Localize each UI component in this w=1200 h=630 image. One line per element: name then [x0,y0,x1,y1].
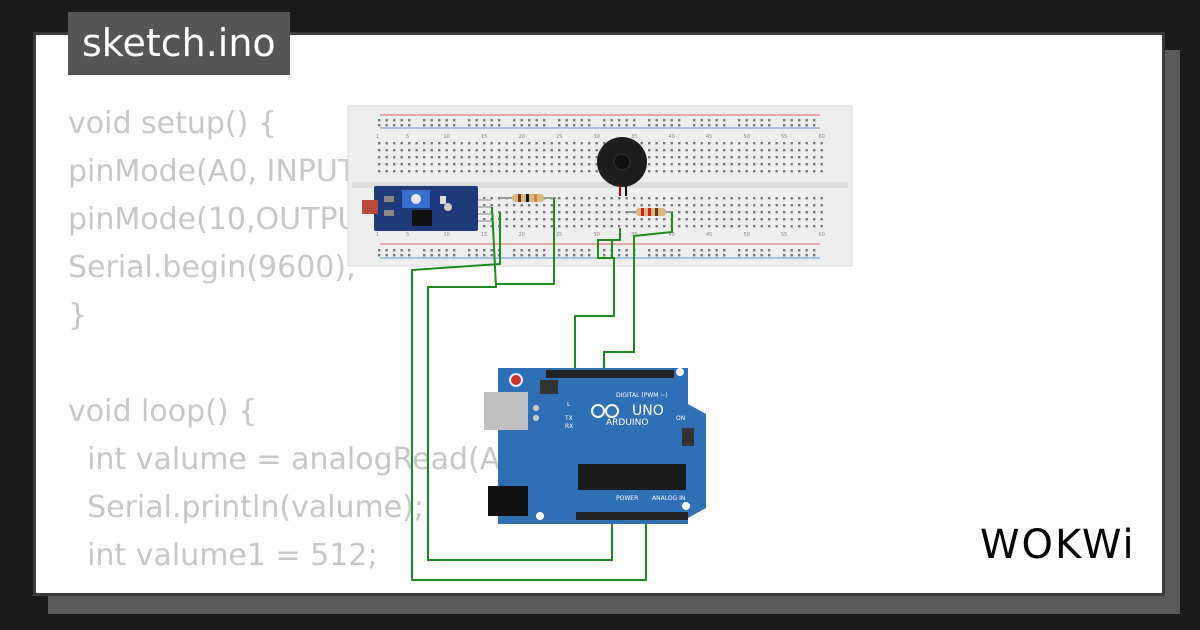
breadboard-column-number: 10 [444,134,450,140]
breadboard-column-number: 55 [781,232,787,238]
breadboard-column-number: 1 [376,134,379,140]
analog-label: ANALOG IN [652,495,685,502]
on-label: ON [676,415,685,422]
code-line: void setup() { [68,106,277,141]
breadboard-column-number: 55 [781,134,787,140]
power-label: POWER [616,495,638,502]
l-label: L [567,401,571,408]
breadboard-column-number: 30 [594,232,600,238]
breadboard-column-number: 25 [556,134,562,140]
breadboard-column-number: 45 [706,134,712,140]
arduino-logo-text: ARDUINO [606,418,648,428]
breadboard-column-number: 15 [481,232,487,238]
breadboard-column-number: 20 [519,134,525,140]
code-line: Serial.println(valume); [68,490,425,525]
wokwi-logo: WOKWi [980,522,1136,568]
digital-label: DIGITAL (PWM ~) [616,392,668,399]
breadboard-column-number: 40 [669,134,675,140]
breadboard-column-number: 60 [819,232,825,238]
breadboard-column-number: 20 [519,232,525,238]
breadboard-column-number: 5 [406,134,409,140]
breadboard-column-number: 45 [706,232,712,238]
breadboard-column-number: 10 [444,232,450,238]
code-line: } [68,298,88,333]
project-title[interactable]: sketch.ino [68,12,290,75]
breadboard-column-number: 50 [744,134,750,140]
breadboard-column-number: 1 [376,232,379,238]
code-line: int valume1 = 512; [68,538,378,573]
breadboard-column-number: 35 [631,134,637,140]
breadboard-column-number: 25 [556,232,562,238]
code-line: void loop() { [68,394,258,429]
code-preview: void setup() {pinMode(A0, INPUT);pinMode… [68,100,541,580]
arduino-uno[interactable]: ARDUINO UNO DIGITAL (PWM ~) POWER ANALOG… [484,368,706,524]
breadboard-column-number: 40 [669,232,675,238]
arduino-model: UNO [632,403,664,419]
code-line: Serial.begin(9600); [68,250,357,285]
wires [411,198,673,581]
breadboard-column-number: 15 [481,134,487,140]
resistor-2[interactable] [628,208,672,216]
breadboard-column-number: 60 [819,134,825,140]
resistor-1[interactable] [500,194,556,202]
breadboard-column-number: 30 [594,134,600,140]
rx-label: RX [565,423,573,430]
breadboard-column-number: 50 [744,232,750,238]
breadboard-column-number: 5 [406,232,409,238]
tx-label: TX [564,415,573,422]
code-line: pinMode(10,OUTPUT); [68,202,400,237]
sensor-module[interactable] [362,186,492,231]
buzzer[interactable] [597,137,647,196]
